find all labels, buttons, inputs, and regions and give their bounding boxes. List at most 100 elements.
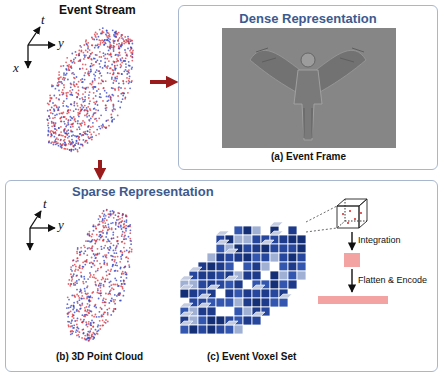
event-point bbox=[72, 141, 74, 143]
event-point bbox=[95, 257, 97, 259]
event-point bbox=[48, 129, 50, 131]
event-point bbox=[54, 117, 56, 119]
event-point bbox=[118, 52, 120, 54]
voxel bbox=[270, 280, 279, 289]
event-point bbox=[93, 101, 95, 103]
event-point bbox=[76, 97, 78, 99]
event-point bbox=[50, 133, 52, 135]
event-point bbox=[69, 109, 71, 111]
event-point bbox=[77, 151, 79, 153]
event-point bbox=[64, 141, 66, 143]
event-point bbox=[98, 253, 100, 255]
event-point bbox=[88, 235, 90, 237]
event-point bbox=[90, 324, 92, 326]
event-point bbox=[76, 54, 78, 56]
event-point bbox=[70, 86, 72, 88]
event-point bbox=[121, 252, 123, 254]
event-point bbox=[100, 234, 102, 236]
event-point bbox=[128, 72, 130, 74]
event-point bbox=[83, 319, 85, 321]
event-point bbox=[67, 92, 69, 94]
event-point bbox=[79, 251, 81, 253]
event-point bbox=[111, 78, 113, 80]
event-point bbox=[89, 338, 91, 340]
event-point bbox=[109, 72, 111, 74]
event-point bbox=[60, 81, 62, 83]
event-point bbox=[128, 42, 130, 44]
event-point bbox=[77, 123, 79, 125]
event-point bbox=[93, 322, 95, 324]
event-point bbox=[95, 226, 97, 228]
event-point bbox=[68, 143, 70, 145]
event-point bbox=[105, 105, 107, 107]
event-point bbox=[103, 40, 105, 42]
event-point bbox=[85, 50, 87, 52]
event-point bbox=[131, 40, 133, 42]
event-point bbox=[114, 40, 116, 42]
event-point bbox=[94, 47, 96, 49]
voxel bbox=[279, 235, 288, 244]
event-point bbox=[83, 44, 85, 46]
event-point bbox=[99, 128, 101, 130]
event-point bbox=[76, 103, 78, 105]
event-point bbox=[56, 114, 58, 116]
event-point bbox=[87, 278, 89, 280]
event-point bbox=[76, 140, 78, 142]
event-point bbox=[102, 100, 104, 102]
event-point bbox=[97, 326, 99, 328]
voxel bbox=[252, 262, 261, 271]
event-point bbox=[58, 79, 60, 81]
event-point bbox=[89, 276, 91, 278]
voxel bbox=[189, 325, 198, 334]
voxel bbox=[180, 289, 189, 298]
event-point bbox=[120, 221, 122, 223]
event-point bbox=[95, 95, 97, 97]
event-point bbox=[62, 78, 64, 80]
event-point bbox=[131, 249, 133, 251]
event-point bbox=[114, 270, 116, 272]
event-point bbox=[77, 301, 79, 303]
event-point bbox=[75, 266, 77, 268]
event-point bbox=[125, 57, 127, 59]
event-point bbox=[82, 99, 84, 101]
event-point bbox=[84, 260, 86, 262]
event-point bbox=[106, 309, 108, 311]
event-point bbox=[81, 135, 83, 137]
event-point bbox=[60, 120, 62, 122]
event-voxel-set bbox=[180, 222, 306, 334]
event-point bbox=[87, 48, 89, 50]
event-point bbox=[116, 219, 118, 221]
event-point bbox=[88, 297, 90, 299]
event-point bbox=[124, 60, 126, 62]
event-point bbox=[46, 118, 48, 120]
event-point bbox=[104, 39, 106, 41]
event-point bbox=[76, 149, 78, 151]
event-point bbox=[58, 98, 60, 100]
event-point bbox=[127, 226, 129, 228]
event-point bbox=[66, 57, 68, 59]
event-point bbox=[97, 248, 99, 250]
event-point bbox=[95, 271, 97, 273]
event-point bbox=[70, 333, 72, 335]
event-point bbox=[79, 123, 81, 125]
event-point bbox=[60, 135, 62, 137]
event-point bbox=[118, 48, 120, 50]
voxel bbox=[297, 253, 306, 262]
event-point bbox=[63, 72, 65, 74]
event-point bbox=[106, 96, 108, 98]
voxel bbox=[252, 235, 261, 244]
voxel bbox=[297, 235, 306, 244]
event-point bbox=[110, 54, 112, 56]
event-point bbox=[92, 86, 94, 88]
event-point bbox=[59, 94, 61, 96]
event-point bbox=[86, 259, 88, 261]
event-point bbox=[90, 109, 92, 111]
event-point bbox=[56, 141, 58, 143]
event-point bbox=[73, 105, 75, 107]
event-point bbox=[108, 302, 110, 304]
event-point bbox=[70, 148, 72, 150]
voxel-face bbox=[270, 231, 283, 235]
event-point bbox=[92, 80, 94, 82]
event-point bbox=[94, 58, 96, 60]
